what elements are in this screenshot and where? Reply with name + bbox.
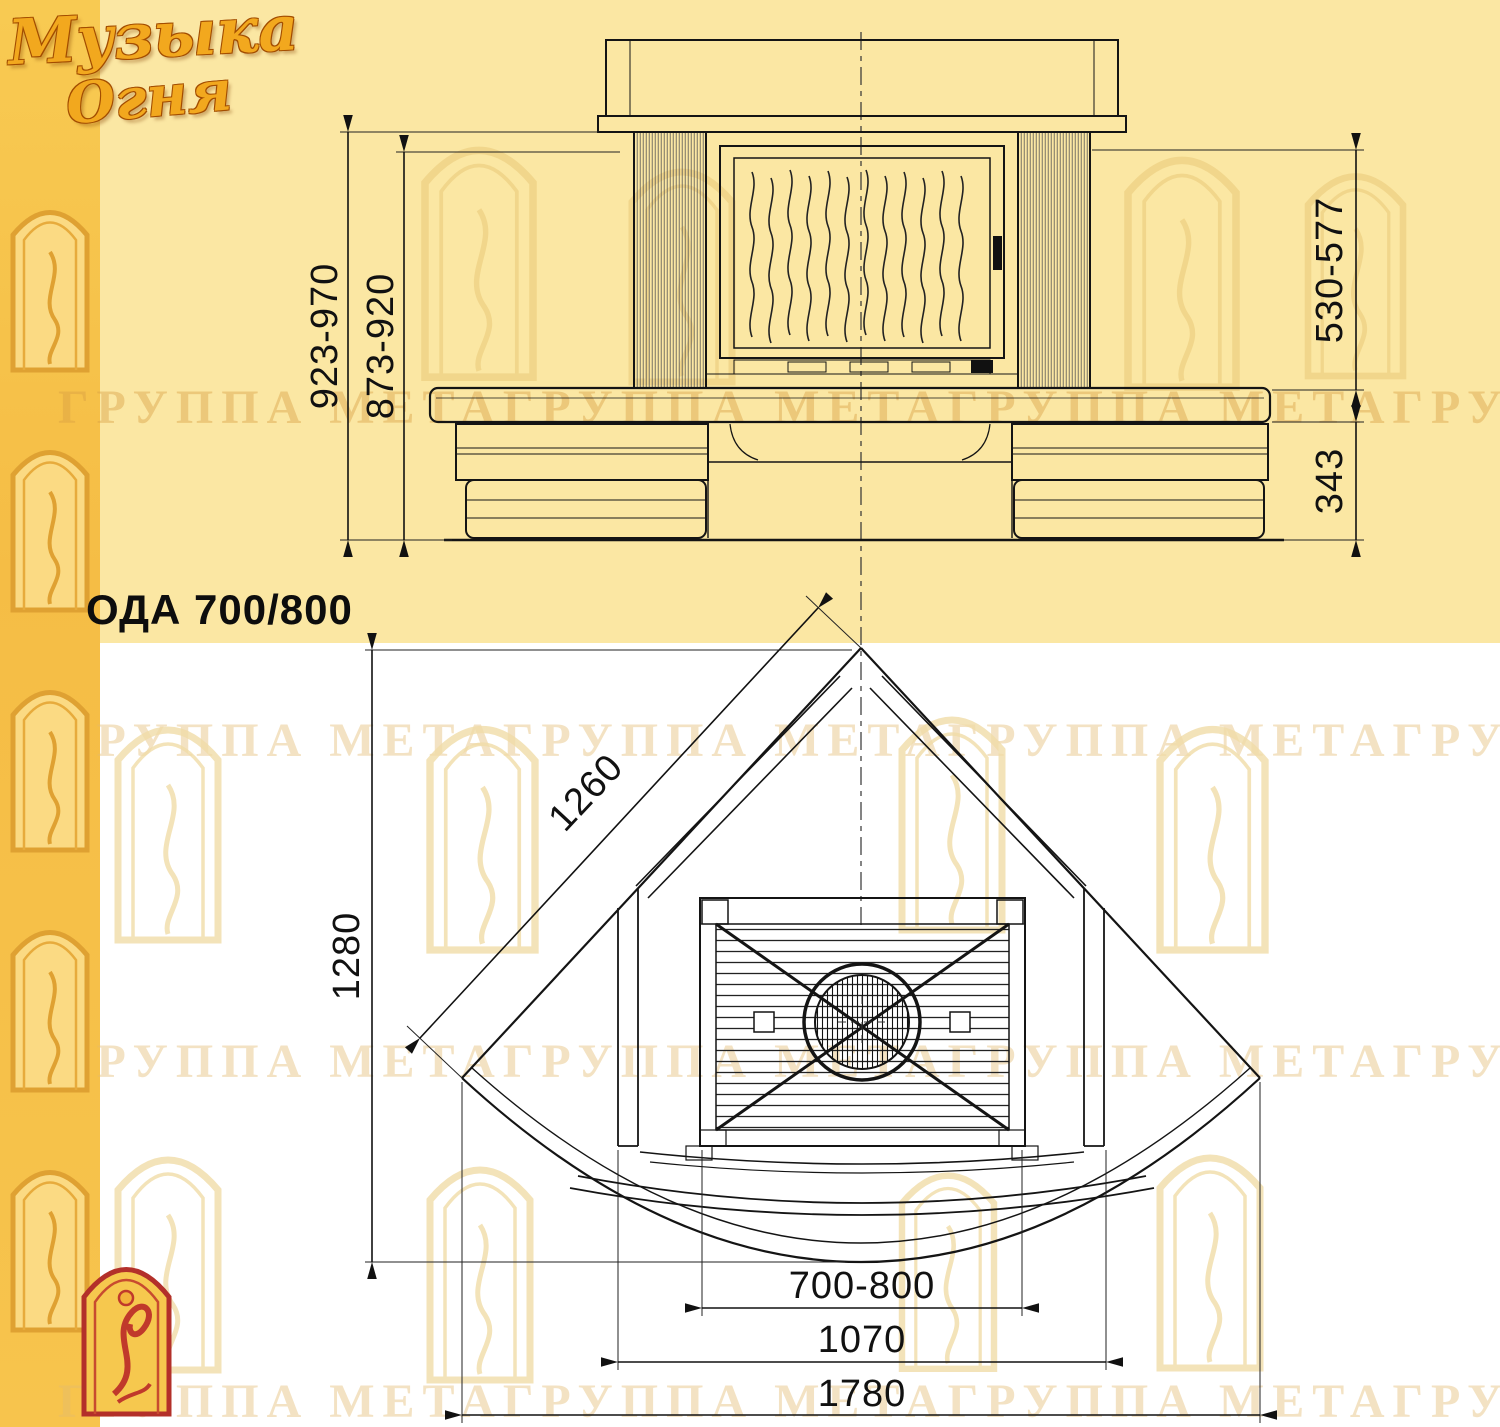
left-ornament-strip xyxy=(0,0,100,1427)
plan-dim-inner-width: 1070 xyxy=(818,1319,907,1361)
watermark-text-row: ГРУППА МЕТАГРУППА МЕТАГРУППА МЕТАГРУППА … xyxy=(58,714,1500,767)
watermark-text-row: ГРУППА МЕТАГРУППА МЕТАГРУППА МЕТАГРУППА … xyxy=(58,1375,1500,1427)
plan-dim-radius: 1260 xyxy=(541,746,632,839)
watermark-text-row: ГРУППА МЕТАГРУППА МЕТАГРУППА МЕТАГРУППА … xyxy=(58,1035,1500,1088)
plan-view-drawing xyxy=(461,647,1261,1264)
brand-logo-line2: Огня xyxy=(63,57,235,138)
model-label: ОДА 700/800 xyxy=(86,586,353,633)
plan-dim-depth: 1280 xyxy=(326,912,368,1001)
plan-dim-overall-width: 1780 xyxy=(818,1373,907,1415)
plan-dim-firebox-width: 700-800 xyxy=(789,1265,935,1307)
brand-logo: Музыка Огня xyxy=(6,0,300,166)
plan-view-dimensions: 1280 1260 700-800 1070 1780 xyxy=(326,592,1277,1423)
